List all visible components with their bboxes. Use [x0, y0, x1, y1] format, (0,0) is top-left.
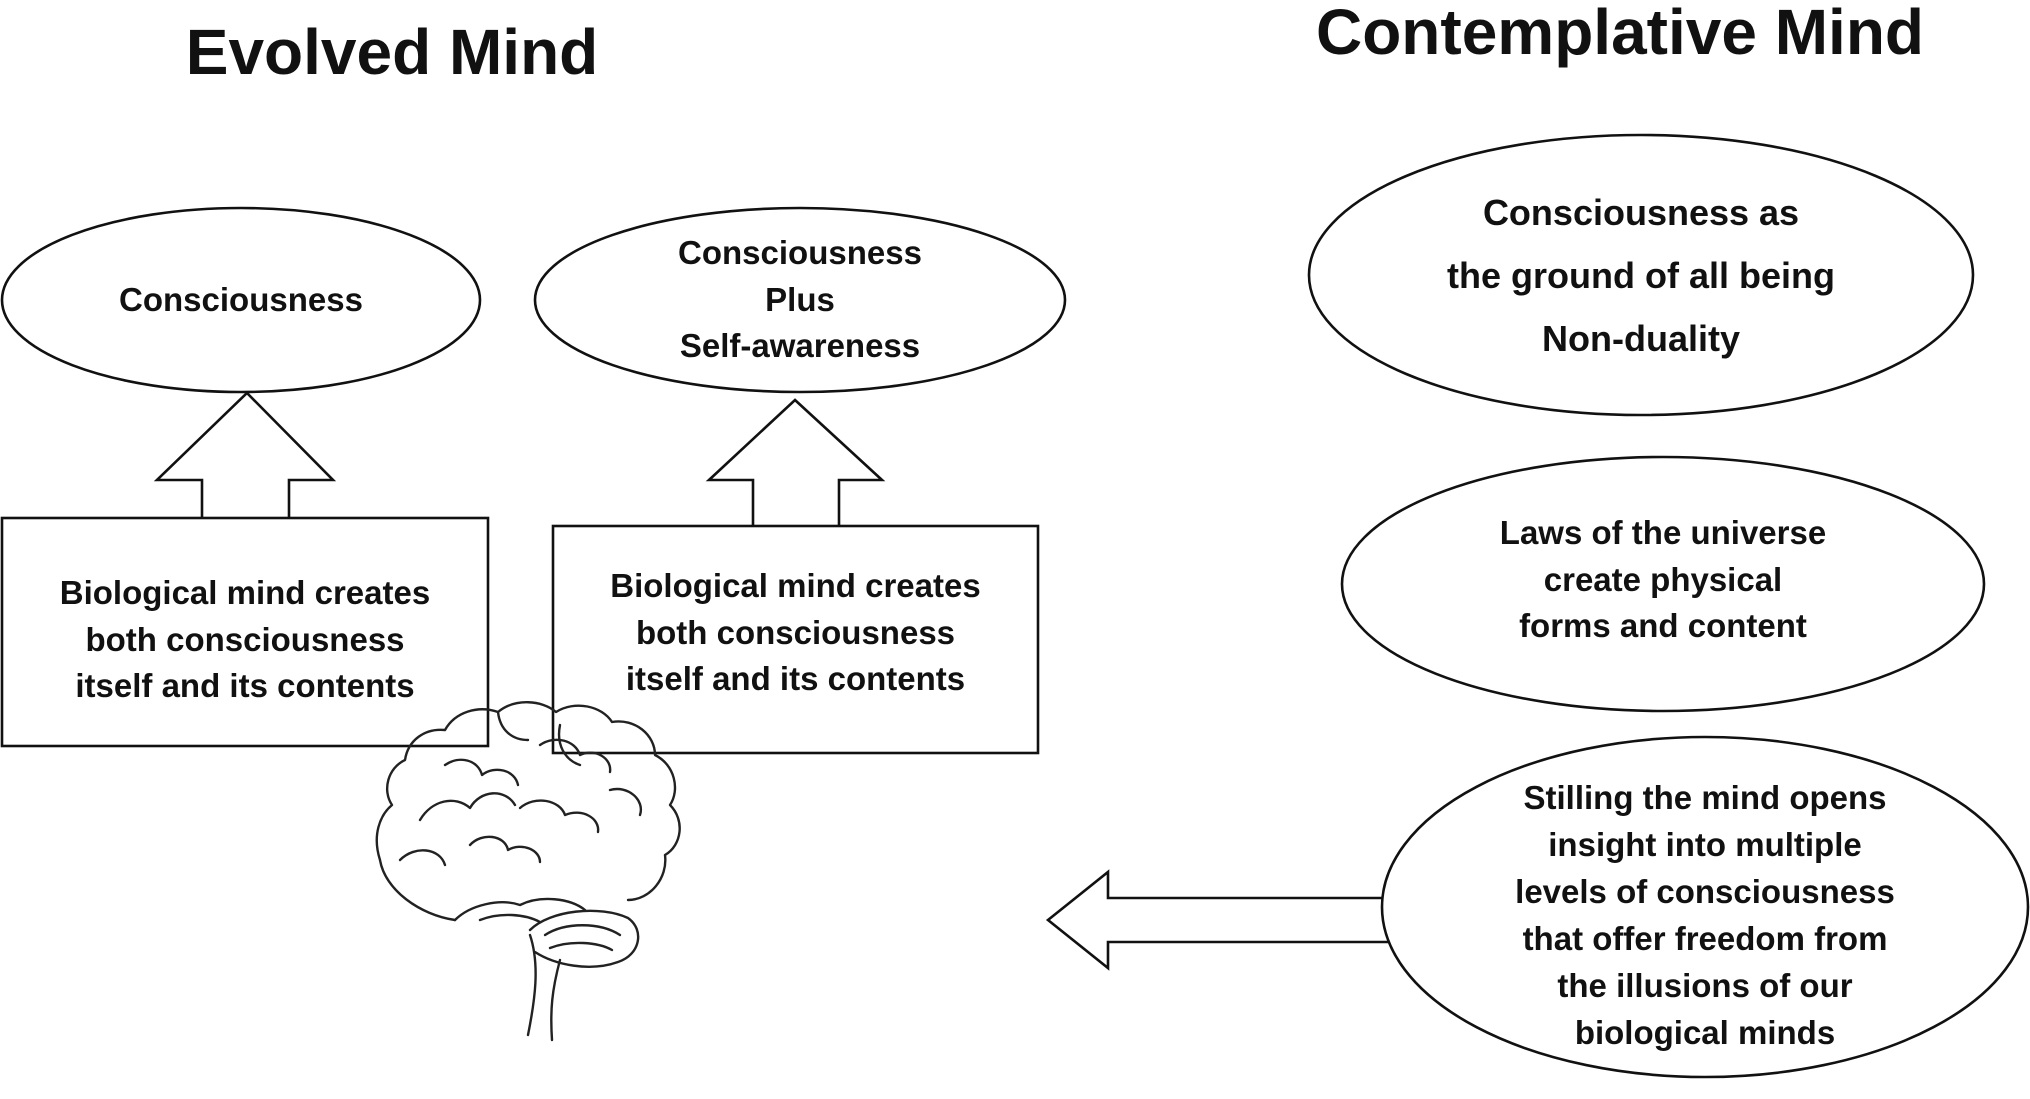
biological-mind-label-2: Biological mind creates both consciousne…: [610, 566, 981, 698]
up-arrow-icon: [705, 398, 886, 530]
brain-icon: [375, 701, 681, 1042]
ground-of-being-label: Consciousness as the ground of all being…: [1447, 191, 1835, 359]
self-awareness-ellipse: [533, 206, 1067, 394]
biological-mind-box-2: [551, 524, 1040, 755]
consciousness-ellipse: [0, 206, 482, 394]
self-awareness-label: Consciousness Plus Self-awareness: [678, 233, 922, 365]
stilling-mind-ellipse: [1380, 735, 2030, 1079]
stilling-mind-label: Stilling the mind opens insight into mul…: [1515, 779, 1895, 1051]
evolved-mind-heading: Evolved Mind: [185, 16, 599, 88]
biological-mind-label-1: Biological mind creates both consciousne…: [59, 573, 431, 705]
left-arrow-icon: [1045, 869, 1392, 971]
laws-of-universe-ellipse: [1340, 455, 1986, 713]
up-arrow-icon: [153, 391, 337, 522]
laws-of-universe-label: Laws of the universe create physical for…: [1499, 513, 1827, 645]
consciousness-label: Consciousness: [119, 280, 363, 318]
ground-of-being-ellipse: [1307, 133, 1975, 417]
biological-mind-box-1: [0, 516, 490, 748]
contemplative-mind-heading: Contemplative Mind: [1315, 0, 1925, 68]
